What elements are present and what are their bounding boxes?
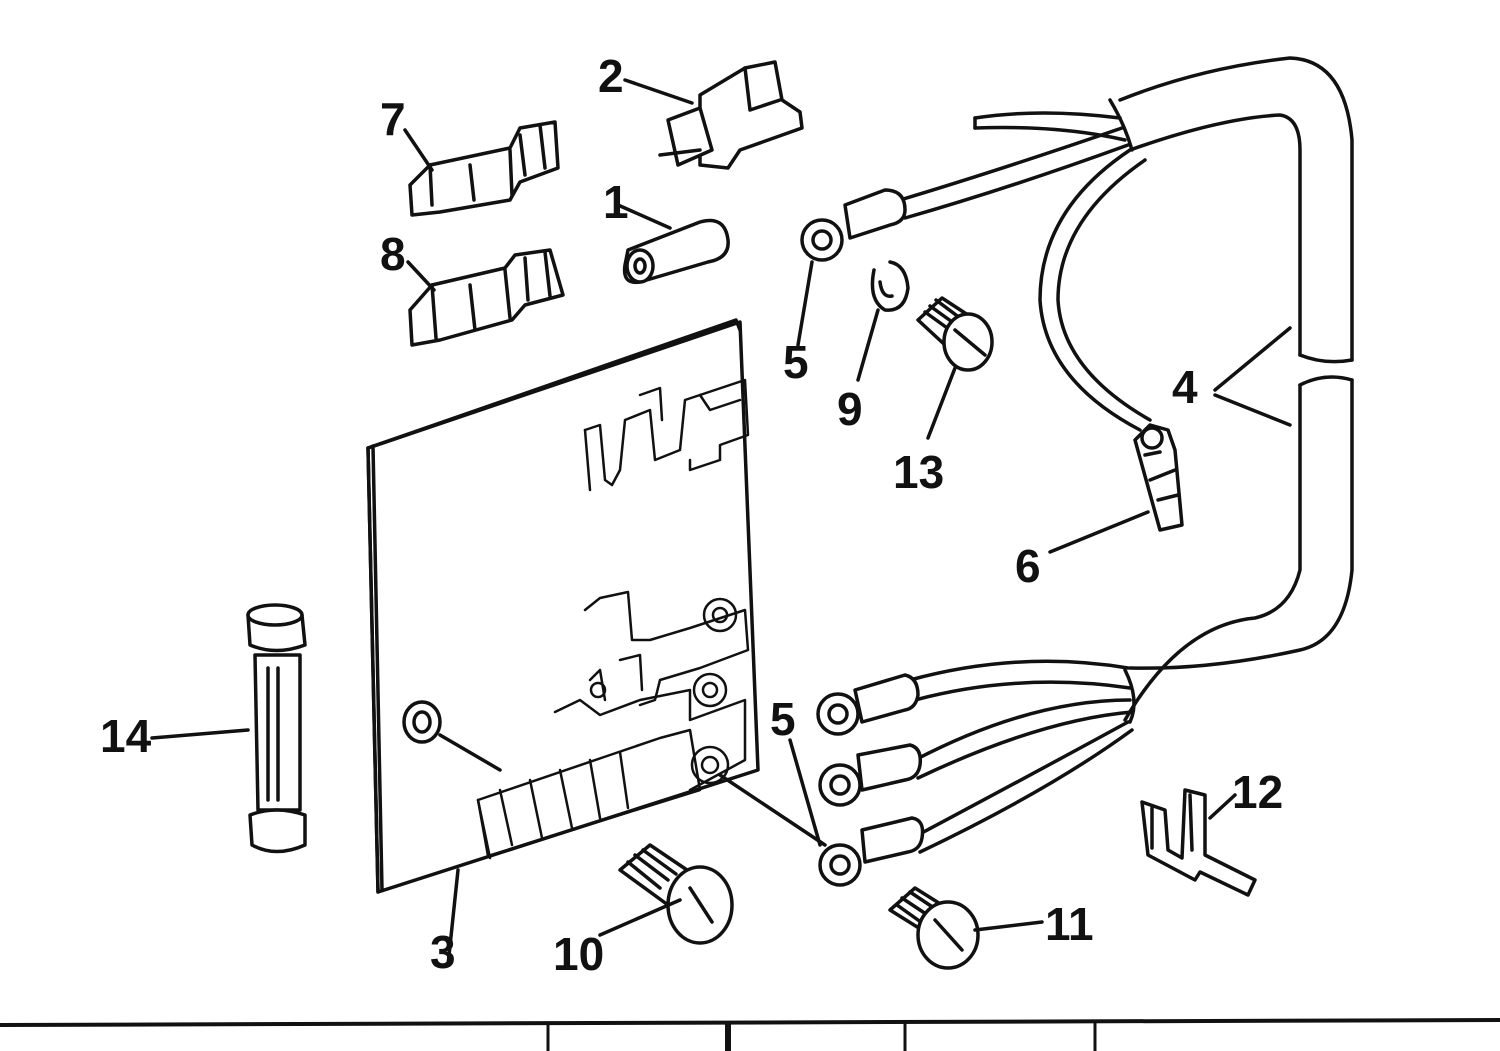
leader-4b [1213,393,1292,427]
part-5-ring-terminal-lower-1 [816,673,920,736]
callout-4: 4 [1172,361,1198,413]
leader-3 [446,868,460,967]
part-1-sleeve [622,218,730,285]
part-6-terminal [1133,423,1184,532]
part-10-screw [618,843,734,945]
part-5-ring-terminal-lower-3 [818,816,925,887]
callout-3: 3 [430,926,456,978]
leader-6 [1048,510,1150,554]
part-14-fuse [246,603,307,854]
leader-1 [616,203,672,230]
leader-11 [973,920,1044,932]
callout-5-top: 5 [783,336,809,388]
leader-14 [150,728,250,740]
callout-6: 6 [1015,540,1041,592]
callout-13: 13 [893,446,944,498]
leader-7 [403,128,434,172]
part-5-ring-terminal-top [800,188,907,262]
leader-4a [1213,326,1292,392]
bottom-rule [0,1018,1500,1051]
leader-board-screw [718,773,827,847]
callout-7: 7 [380,93,406,145]
leader-12 [1208,793,1237,820]
part-12-bracket [1140,788,1257,897]
callout-10: 10 [553,928,604,980]
part-13-screw [916,296,994,372]
callout-9: 9 [837,383,863,435]
callout-11: 11 [1045,898,1094,950]
part-8-terminal [408,248,565,347]
leader-9 [856,308,880,382]
part-2-connector-housing [658,60,804,170]
part-11-screw [888,886,980,970]
part-3-terminal-board [366,318,760,894]
leader-5a [796,260,814,347]
leader-2 [623,78,694,105]
leader-10 [598,898,682,937]
leader-5b [788,738,822,847]
leader-8 [406,260,436,292]
part-4-wire-harness [898,56,1354,854]
callout-5-bottom: 5 [770,693,796,745]
part-5-ring-terminal-lower-2 [818,743,923,807]
leader-board-hole [438,733,502,772]
callout-8: 8 [380,228,406,280]
callout-14: 14 [100,710,152,762]
part-9-lock-washer [870,260,910,312]
callout-2: 2 [598,50,624,102]
leader-13 [926,366,957,440]
part-7-terminal [408,120,560,217]
callout-1: 1 [603,176,629,228]
callout-12: 12 [1232,766,1283,818]
